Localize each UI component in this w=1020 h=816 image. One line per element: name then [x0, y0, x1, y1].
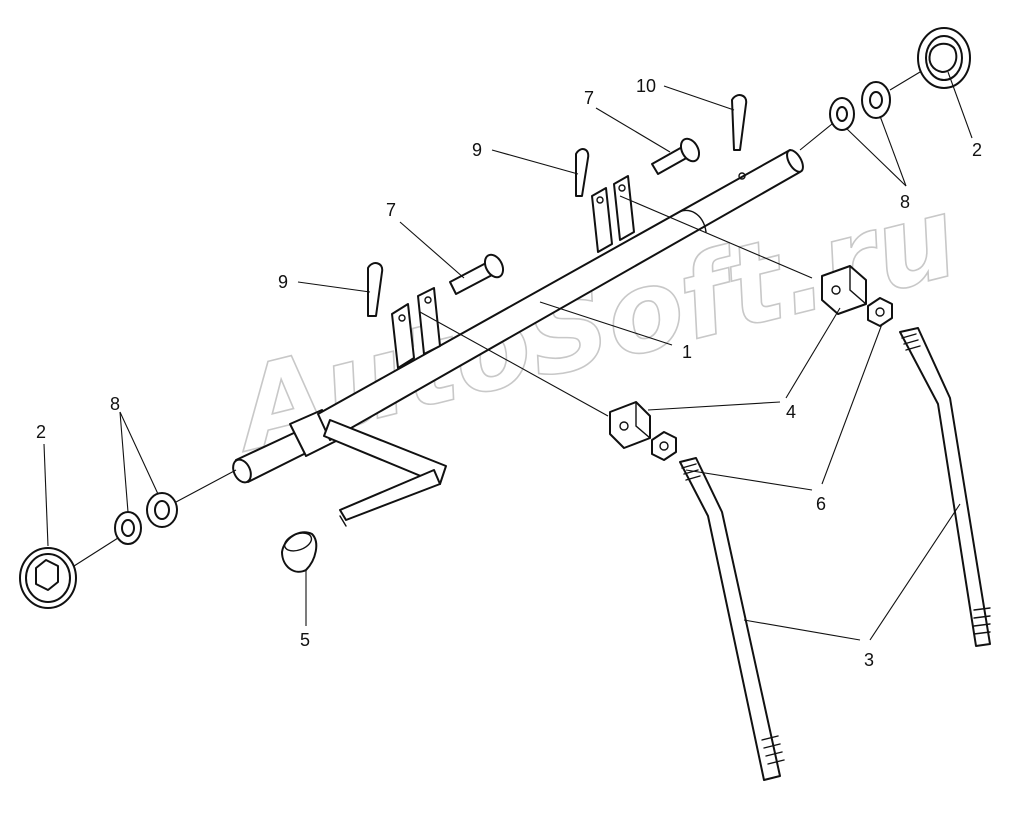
callout-6: 6	[816, 494, 826, 514]
callout-8-left: 8	[110, 394, 120, 414]
left-bracket	[391, 287, 441, 369]
cotter-pin-top	[731, 94, 748, 151]
callout-1: 1	[682, 342, 692, 362]
right-washer-outer	[829, 97, 855, 131]
callout-4: 4	[786, 402, 796, 422]
callout-8-right: 8	[900, 192, 910, 212]
right-end-cap	[917, 27, 971, 89]
clamp-block-upper	[821, 265, 867, 315]
lever-knob	[281, 531, 318, 573]
clamp-block-lower	[609, 401, 651, 449]
u-bolt-right	[899, 327, 991, 647]
left-washer-inner	[146, 492, 178, 528]
callout-7-upper: 7	[584, 88, 594, 108]
cotter-pin-upper	[575, 148, 590, 197]
right-bracket	[591, 175, 635, 253]
callout-3: 3	[864, 650, 874, 670]
cotter-pin-lower	[367, 262, 384, 317]
left-washer-outer	[114, 511, 142, 545]
callout-9-lower: 9	[278, 272, 288, 292]
u-bolt-left	[679, 457, 785, 781]
pin-upper	[651, 137, 701, 175]
callout-5: 5	[300, 630, 310, 650]
callout-9-upper: 9	[472, 140, 482, 160]
callout-2-left: 2	[36, 422, 46, 442]
callout-2-right: 2	[972, 140, 982, 160]
lever-arm	[323, 419, 447, 527]
callout-10: 10	[636, 76, 656, 96]
pin-lower	[449, 253, 505, 295]
nut-lower	[651, 431, 677, 461]
right-washer-inner	[861, 81, 891, 119]
nut-upper	[867, 297, 893, 327]
callout-7-lower: 7	[386, 200, 396, 220]
left-end-cap	[19, 547, 77, 609]
